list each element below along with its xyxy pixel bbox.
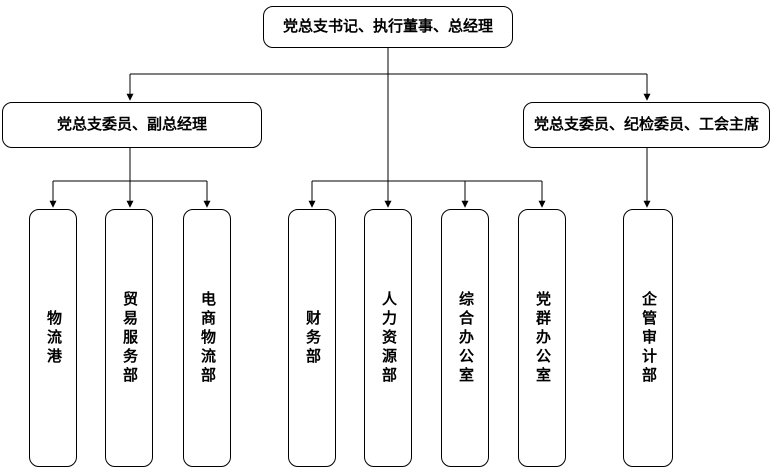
node-dept-party-mass-office: 党群办公室 xyxy=(518,209,566,467)
node-dept-trade-service: 贸易服务部 xyxy=(105,209,153,467)
node-party-committee-member-discipline-inspector-union-chairman: 党总支委员、纪检委员、工会主席 xyxy=(523,102,770,148)
node-dept-ecommerce-logistics: 电商物流部 xyxy=(183,209,231,467)
node-dept-enterprise-audit: 企管审计部 xyxy=(623,209,673,467)
node-root-party-secretary-executive-director-general-manager: 党总支书记、执行董事、总经理 xyxy=(263,6,513,48)
node-dept-human-resources: 人力资源部 xyxy=(364,209,412,467)
node-dept-logistics-port: 物流港 xyxy=(29,209,77,467)
node-dept-finance: 财务部 xyxy=(288,209,336,467)
node-party-committee-member-deputy-general-manager: 党总支委员、副总经理 xyxy=(2,102,262,148)
node-dept-general-office: 综合办公室 xyxy=(441,209,489,467)
